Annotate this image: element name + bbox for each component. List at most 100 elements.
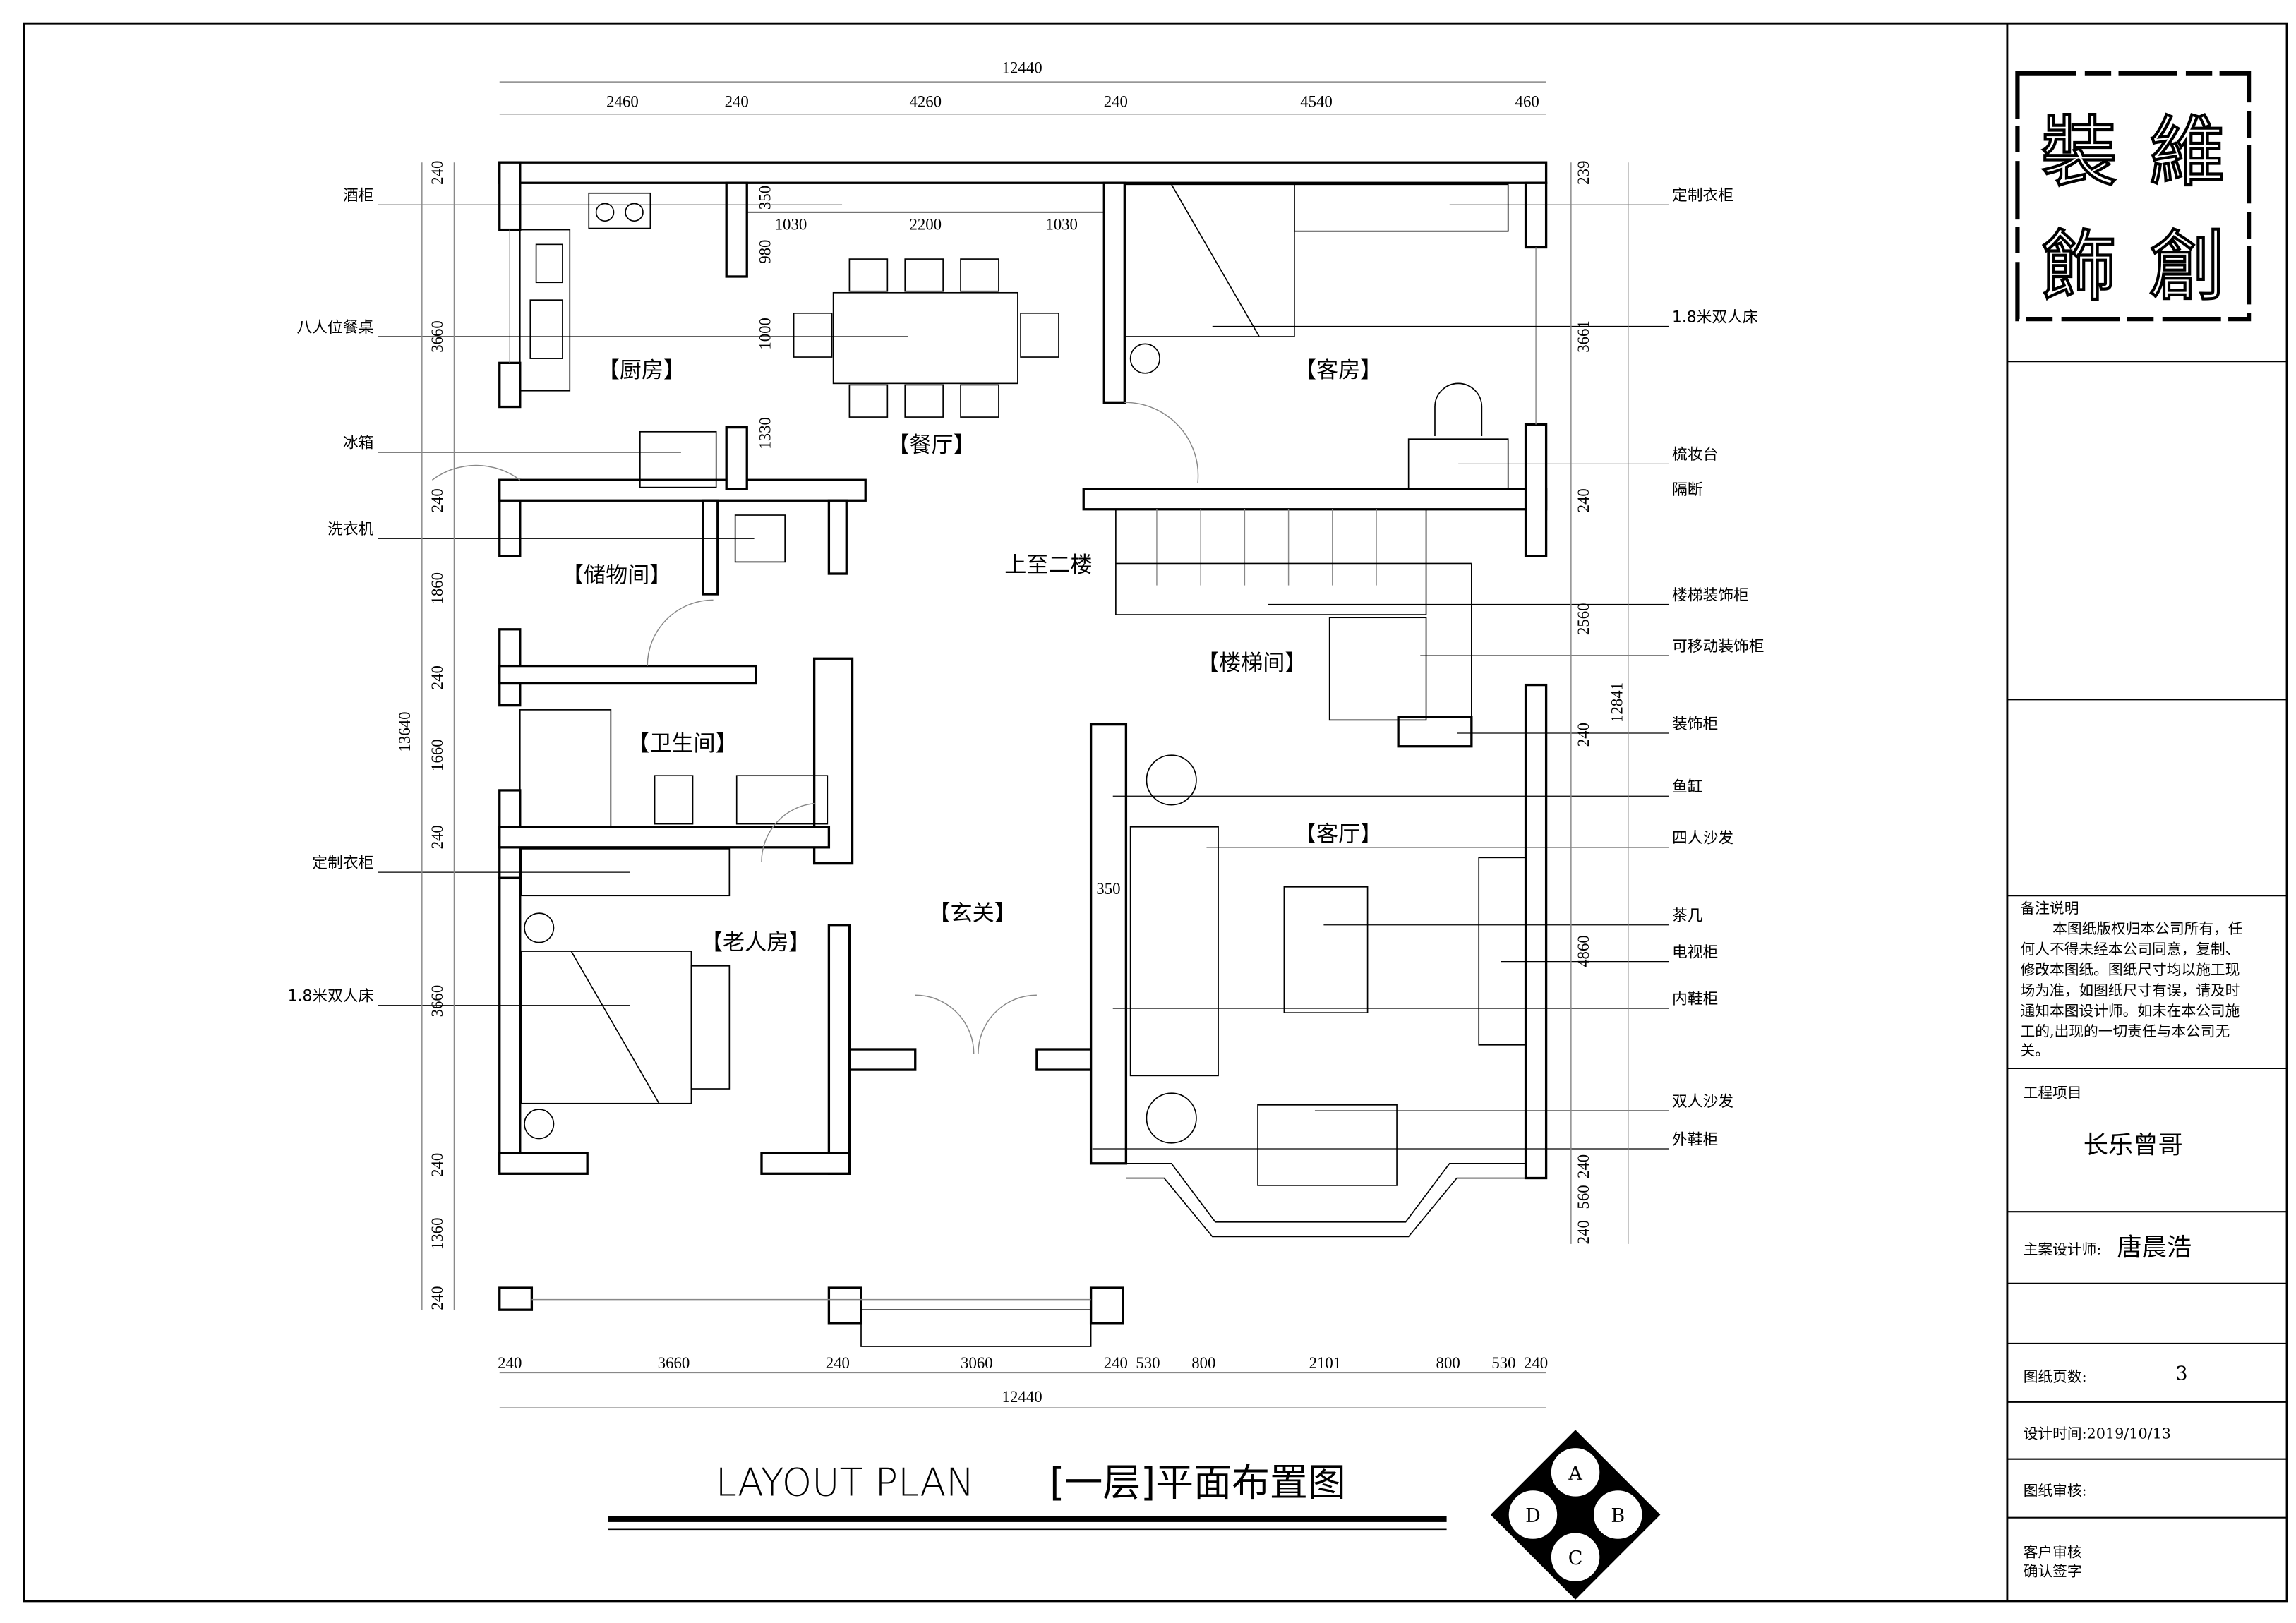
room-bathroom: 【卫生间】: [627, 731, 737, 756]
dim-right: 3661: [1575, 320, 1592, 353]
dim-left: 1360: [428, 1218, 446, 1250]
callout-double-bed: 1.8米双人床: [288, 988, 374, 1006]
wine-cabinet: [746, 182, 1105, 213]
dim-dining: 350: [756, 186, 774, 210]
svg-text:D: D: [1525, 1505, 1541, 1527]
stove-icon: [588, 192, 651, 229]
label-upstairs: 上至二楼: [1004, 553, 1092, 578]
room-kitchen: 【厨房】: [598, 358, 685, 383]
dim-right: 2560: [1575, 603, 1592, 635]
stairs: [1115, 508, 1427, 615]
dim-top: 2460: [606, 92, 639, 110]
guest-bed: [1124, 183, 1295, 337]
review-label: 图纸审核:: [2024, 1483, 2087, 1500]
dim-right: 240: [1575, 488, 1592, 512]
callout-wine-cabinet: 酒柜: [343, 187, 374, 205]
room-stairwell: 【楼梯间】: [1197, 651, 1306, 676]
dim-dining: 1330: [756, 417, 774, 450]
notes-line: 通知本图设计师。如未在本公司施: [2021, 1002, 2240, 1019]
notes-line: 场为准，如图纸尺寸有误，请及时: [2021, 982, 2240, 998]
dim-right: 560: [1575, 1185, 1592, 1209]
svg-text:維: 維: [2149, 109, 2225, 197]
room-dining: 【餐厅】: [887, 433, 975, 458]
design-date: 设计时间:2019/10/13: [2024, 1425, 2171, 1442]
walls: [498, 161, 1548, 1347]
callout-dressing-table: 梳妆台: [1672, 446, 1718, 464]
svg-text:C: C: [1568, 1547, 1583, 1569]
dim-bottom: 800: [1436, 1354, 1460, 1372]
dim-bottom: 3660: [658, 1354, 690, 1372]
dim-top: 460: [1515, 92, 1539, 110]
two-seat-sofa: [1257, 1104, 1398, 1186]
room-entrance: 【玄关】: [928, 901, 1016, 927]
dim-bottom: 240: [826, 1354, 850, 1372]
dim-left: 1860: [428, 572, 446, 605]
callout-dining-table: 八人位餐桌: [297, 319, 374, 337]
dim-top-total: 12440: [1002, 59, 1042, 77]
svg-text:創: 創: [2149, 223, 2225, 311]
furniture: [431, 182, 1527, 1186]
tv-cabinet: [1478, 857, 1527, 1046]
pages-value: 3: [2175, 1363, 2187, 1385]
callout-four-seat-sofa: 四人沙发: [1672, 830, 1733, 847]
project-name: 长乐曾哥: [2084, 1130, 2183, 1159]
company-logo: 裝 維 飾 創: [2015, 71, 2252, 322]
dim-left: 1660: [428, 739, 446, 771]
dim-bottom: 240: [1524, 1354, 1548, 1372]
callout-deco-cabinet: 装饰柜: [1672, 716, 1718, 733]
dim-dining: 2200: [909, 216, 942, 234]
bathroom-cabinet: [654, 775, 694, 825]
dim-left-total: 13640: [396, 711, 414, 752]
dim-living-350: 350: [1096, 880, 1120, 898]
dim-right-total: 12841: [1608, 682, 1625, 723]
dim-right: 4860: [1575, 935, 1592, 967]
callout-bed-right: 1.8米双人床: [1672, 308, 1758, 326]
coffee-table: [1283, 886, 1369, 1013]
dim-right: 240: [1575, 723, 1592, 747]
designer-label: 主案设计师:: [2024, 1241, 2102, 1257]
dim-dining: 1000: [756, 318, 774, 350]
callouts-right: 定制衣柜 1.8米双人床 梳妆台 隔断 楼梯装饰柜 可移动装饰柜 装饰柜 鱼缸 …: [1092, 187, 1765, 1150]
room-elder: 【老人房】: [701, 930, 810, 955]
dim-bottom-total: 12440: [1002, 1388, 1042, 1406]
dim-top: 240: [1104, 92, 1128, 110]
designer-name: 唐晨浩: [2117, 1233, 2192, 1262]
notes-line: 工的,出现的一切责任与本公司无: [2021, 1022, 2230, 1039]
svg-text:B: B: [1611, 1505, 1625, 1527]
dim-bottom: 240: [498, 1354, 522, 1372]
callout-wardrobe-right: 定制衣柜: [1672, 187, 1733, 205]
title-cn: [一层]平面布置图: [1050, 1461, 1345, 1505]
dim-bottom: 530: [1136, 1354, 1160, 1372]
callout-fridge: 冰箱: [343, 435, 374, 452]
dim-left: 240: [428, 161, 446, 185]
callout-fish-tank: 鱼缸: [1672, 778, 1703, 796]
dim-left: 240: [428, 665, 446, 689]
title-en: LAYOUT PLAN: [716, 1461, 975, 1505]
title-underline: [608, 1516, 1447, 1522]
callout-partition: 隔断: [1672, 481, 1703, 499]
callout-washer: 洗衣机: [327, 521, 374, 538]
dim-dining: 1030: [1045, 216, 1078, 234]
title-block: 裝 維 飾 創 备注说明 本图纸版权归本公司所有，任 何人不得未经本公司同意，复…: [2007, 71, 2288, 1580]
room-living: 【客厅】: [1294, 822, 1382, 847]
callout-movable-cabinet: 可移动装饰柜: [1672, 638, 1765, 656]
dim-left: 240: [428, 1286, 446, 1310]
callouts-left: 酒柜 八人位餐桌 冰箱 洗衣机 定制衣柜 1.8米双人床: [288, 187, 908, 1006]
callout-outer-shoe-cabinet: 外鞋柜: [1672, 1131, 1718, 1149]
notes-title: 备注说明: [2021, 900, 2079, 917]
fish-tank: [1146, 754, 1197, 806]
dim-left: 240: [428, 488, 446, 512]
dim-right: 239: [1575, 161, 1592, 185]
dim-bottom: 3060: [961, 1354, 993, 1372]
dim-dining: 1030: [775, 216, 807, 234]
svg-text:飾: 飾: [2041, 223, 2117, 311]
dim-top: 240: [725, 92, 749, 110]
dim-top: 4540: [1300, 92, 1333, 110]
dim-top: 4260: [909, 92, 942, 110]
room-guest: 【客房】: [1294, 358, 1382, 383]
dimensions: 12440 2460 240 4260 240 4540 460 350 103…: [396, 59, 1629, 1408]
dim-left: 3660: [428, 320, 446, 353]
notes-line: 修改本图纸。图纸尺寸均以施工现: [2021, 961, 2240, 978]
callout-tv-cabinet: 电视柜: [1672, 943, 1718, 961]
